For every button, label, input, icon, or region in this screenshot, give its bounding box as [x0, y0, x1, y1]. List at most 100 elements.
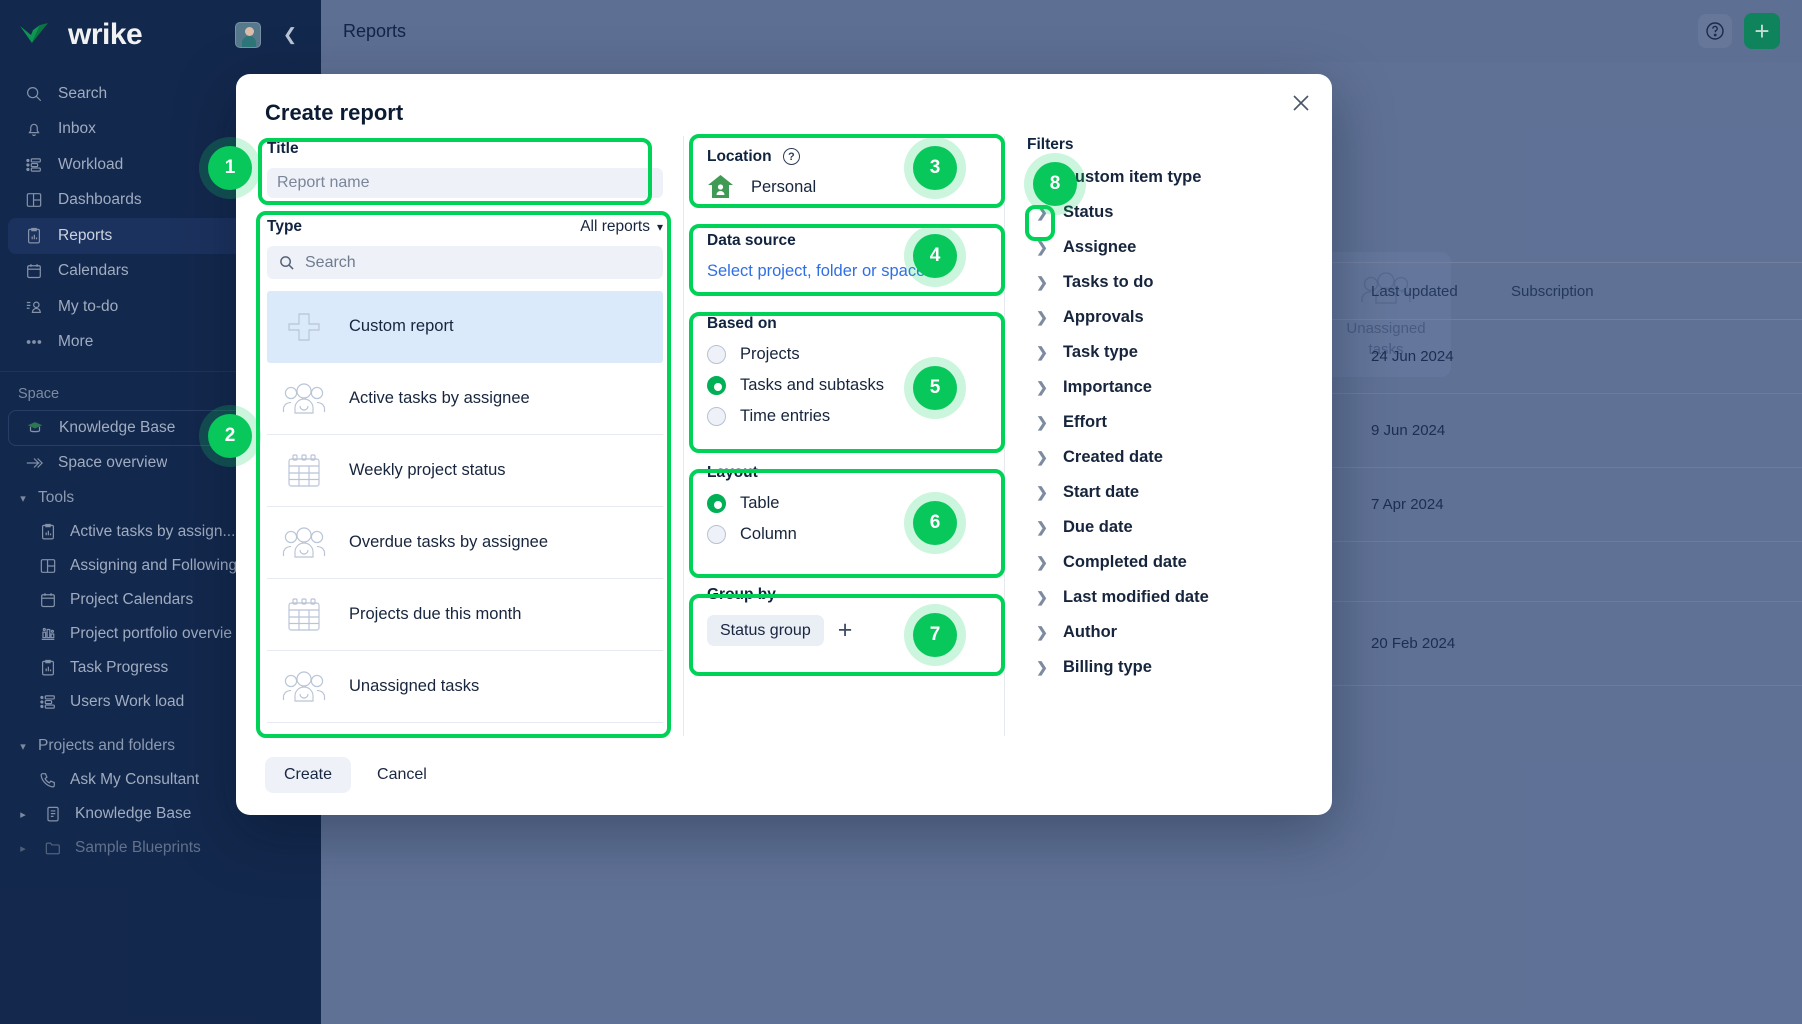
- arrow-right-icon: [24, 454, 43, 473]
- chevron-right-icon[interactable]: ❯: [1036, 274, 1048, 290]
- home-person-icon: [707, 174, 734, 200]
- report-type-option[interactable]: Overdue tasks by assignee: [267, 507, 663, 579]
- based-on-option-tasks-and-subtasks[interactable]: Tasks and subtasks: [707, 376, 997, 395]
- filter-label: Assignee: [1063, 238, 1137, 256]
- sidebar-group-projects[interactable]: ▾ Projects and folders: [0, 729, 321, 763]
- filter-item-billing-type[interactable]: ❯Billing type: [1025, 650, 1315, 685]
- sidebar-item-more[interactable]: More: [8, 325, 313, 361]
- layout-option-column[interactable]: Column: [707, 525, 997, 544]
- location-value-row[interactable]: Personal: [707, 174, 997, 200]
- sidebar-item-knowledge-base[interactable]: Knowledge Base: [8, 410, 313, 446]
- filter-item-approvals[interactable]: ❯Approvals: [1025, 300, 1315, 335]
- sidebar-tool-item[interactable]: Project portfolio overvie: [0, 617, 321, 651]
- sidebar-projects-list: Ask My Consultant▸Knowledge Base▸Sample …: [0, 763, 321, 865]
- chevron-right-icon[interactable]: ❯: [1036, 554, 1048, 570]
- filter-item-completed-date[interactable]: ❯Completed date: [1025, 545, 1315, 580]
- chevron-right-icon[interactable]: ❯: [1036, 344, 1048, 360]
- sidebar-item-my-to-do[interactable]: My to-do: [8, 289, 313, 325]
- report-type-label: Unassigned tasks: [349, 677, 480, 695]
- sidebar-item-label: My to-do: [58, 297, 119, 315]
- chevron-right-icon[interactable]: ❯: [1036, 484, 1048, 500]
- chevron-right-icon[interactable]: ❯: [1036, 379, 1048, 395]
- radio-button[interactable]: [707, 525, 726, 544]
- sidebar-project-item[interactable]: ▸Knowledge Base: [0, 797, 321, 831]
- radio-button[interactable]: [707, 494, 726, 513]
- chevron-right-icon[interactable]: ❯: [1036, 204, 1048, 220]
- sidebar-tool-item[interactable]: Active tasks by assign...: [0, 515, 321, 549]
- sidebar-tool-item[interactable]: Project Calendars: [0, 583, 321, 617]
- wrike-logo-icon: [18, 21, 58, 49]
- filter-item-effort[interactable]: ❯Effort: [1025, 405, 1315, 440]
- report-type-option[interactable]: Projects due this month: [267, 579, 663, 651]
- radio-button[interactable]: [707, 407, 726, 426]
- sidebar-item-search[interactable]: Search: [8, 76, 313, 112]
- sidebar-item-workload[interactable]: Workload: [8, 147, 313, 183]
- based-on-option-projects[interactable]: Projects: [707, 345, 997, 364]
- question-icon[interactable]: ?: [782, 148, 800, 166]
- filter-item-status[interactable]: ❯Status: [1025, 195, 1315, 230]
- close-icon[interactable]: [1286, 88, 1316, 118]
- filter-item-start-date[interactable]: ❯Start date: [1025, 475, 1315, 510]
- sidebar-project-item[interactable]: ▸Sample Blueprints: [0, 831, 321, 865]
- layout-option-table[interactable]: Table: [707, 494, 997, 513]
- report-type-option[interactable]: Unassigned tasks: [267, 651, 663, 723]
- filter-label: Task type: [1063, 343, 1138, 361]
- filter-item-created-date[interactable]: ❯Created date: [1025, 440, 1315, 475]
- wrike-wordmark: wrike: [68, 18, 143, 51]
- type-search-input[interactable]: Search: [267, 246, 663, 279]
- filter-item-tasks-to-do[interactable]: ❯ Tasks to do: [1025, 265, 1315, 300]
- sidebar-project-item[interactable]: Ask My Consultant: [0, 763, 321, 797]
- sidebar-tool-item[interactable]: Assigning and Following: [0, 549, 321, 583]
- sidebar-item-calendars[interactable]: Calendars: [8, 254, 313, 290]
- chevron-right-icon[interactable]: ▸: [20, 808, 26, 821]
- radio-button[interactable]: [707, 376, 726, 395]
- type-filter-dropdown[interactable]: All reports ▾: [580, 218, 663, 236]
- question-circle-icon[interactable]: [1698, 14, 1732, 48]
- based-on-option-time-entries[interactable]: Time entries: [707, 407, 997, 426]
- todo-icon: [24, 297, 43, 316]
- sidebar-tool-item[interactable]: Task Progress: [0, 651, 321, 685]
- report-type-option[interactable]: Active tasks by assignee: [267, 363, 663, 435]
- add-group-by-icon[interactable]: +: [837, 616, 853, 644]
- sidebar-item-dashboards[interactable]: Dashboards: [8, 183, 313, 219]
- report-type-option[interactable]: Weekly project status: [267, 435, 663, 507]
- sidebar-group-tools[interactable]: ▾ Tools: [0, 481, 321, 515]
- chevron-right-icon[interactable]: ❯: [1036, 309, 1048, 325]
- filter-label: Tasks to do: [1063, 273, 1154, 291]
- filter-item-due-date[interactable]: ❯Due date: [1025, 510, 1315, 545]
- chevron-right-icon[interactable]: ❯: [1036, 589, 1048, 605]
- chevron-right-icon[interactable]: ❯: [1036, 414, 1048, 430]
- report-type-option[interactable]: Custom report: [267, 291, 663, 363]
- sidebar-item-inbox[interactable]: Inbox: [8, 112, 313, 148]
- filter-item-importance[interactable]: ❯Importance: [1025, 370, 1315, 405]
- filter-item-last-modified-date[interactable]: ❯ Last modified date: [1025, 580, 1315, 615]
- sidebar-group-label: Tools: [38, 489, 75, 506]
- radio-label: Tasks and subtasks: [740, 376, 884, 394]
- filter-label: Last modified date: [1063, 588, 1209, 606]
- chevron-right-icon[interactable]: ▸: [20, 842, 26, 855]
- add-button[interactable]: +: [1744, 13, 1780, 49]
- chevron-right-icon[interactable]: ❯: [1036, 239, 1048, 255]
- radio-button[interactable]: [707, 345, 726, 364]
- filter-item-author[interactable]: ❯Author: [1025, 615, 1315, 650]
- filter-item-assignee[interactable]: ❯ Assignee: [1025, 230, 1315, 265]
- avatar[interactable]: [235, 22, 261, 48]
- chevron-right-icon[interactable]: ❯: [1036, 659, 1048, 675]
- title-input[interactable]: Report name: [267, 168, 663, 198]
- annotation-badge-2: 2: [208, 414, 252, 458]
- chevron-right-icon[interactable]: ❯: [1036, 449, 1048, 465]
- cancel-button[interactable]: Cancel: [361, 757, 443, 793]
- sidebar-tool-item[interactable]: Users Work load: [0, 685, 321, 719]
- filter-item-task-type[interactable]: ❯ Task type: [1025, 335, 1315, 370]
- data-source-link[interactable]: Select project, folder or space: [707, 262, 926, 280]
- sidebar-tool-label: Project Calendars: [70, 591, 194, 608]
- collapse-sidebar-icon[interactable]: ❮: [282, 25, 298, 44]
- chevron-right-icon[interactable]: ❯: [1036, 519, 1048, 535]
- sidebar-item-space-overview[interactable]: Space overview: [8, 446, 313, 482]
- chevron-right-icon[interactable]: ❯: [1036, 624, 1048, 640]
- group-by-chip[interactable]: Status group: [707, 615, 824, 646]
- create-button[interactable]: Create: [265, 757, 352, 793]
